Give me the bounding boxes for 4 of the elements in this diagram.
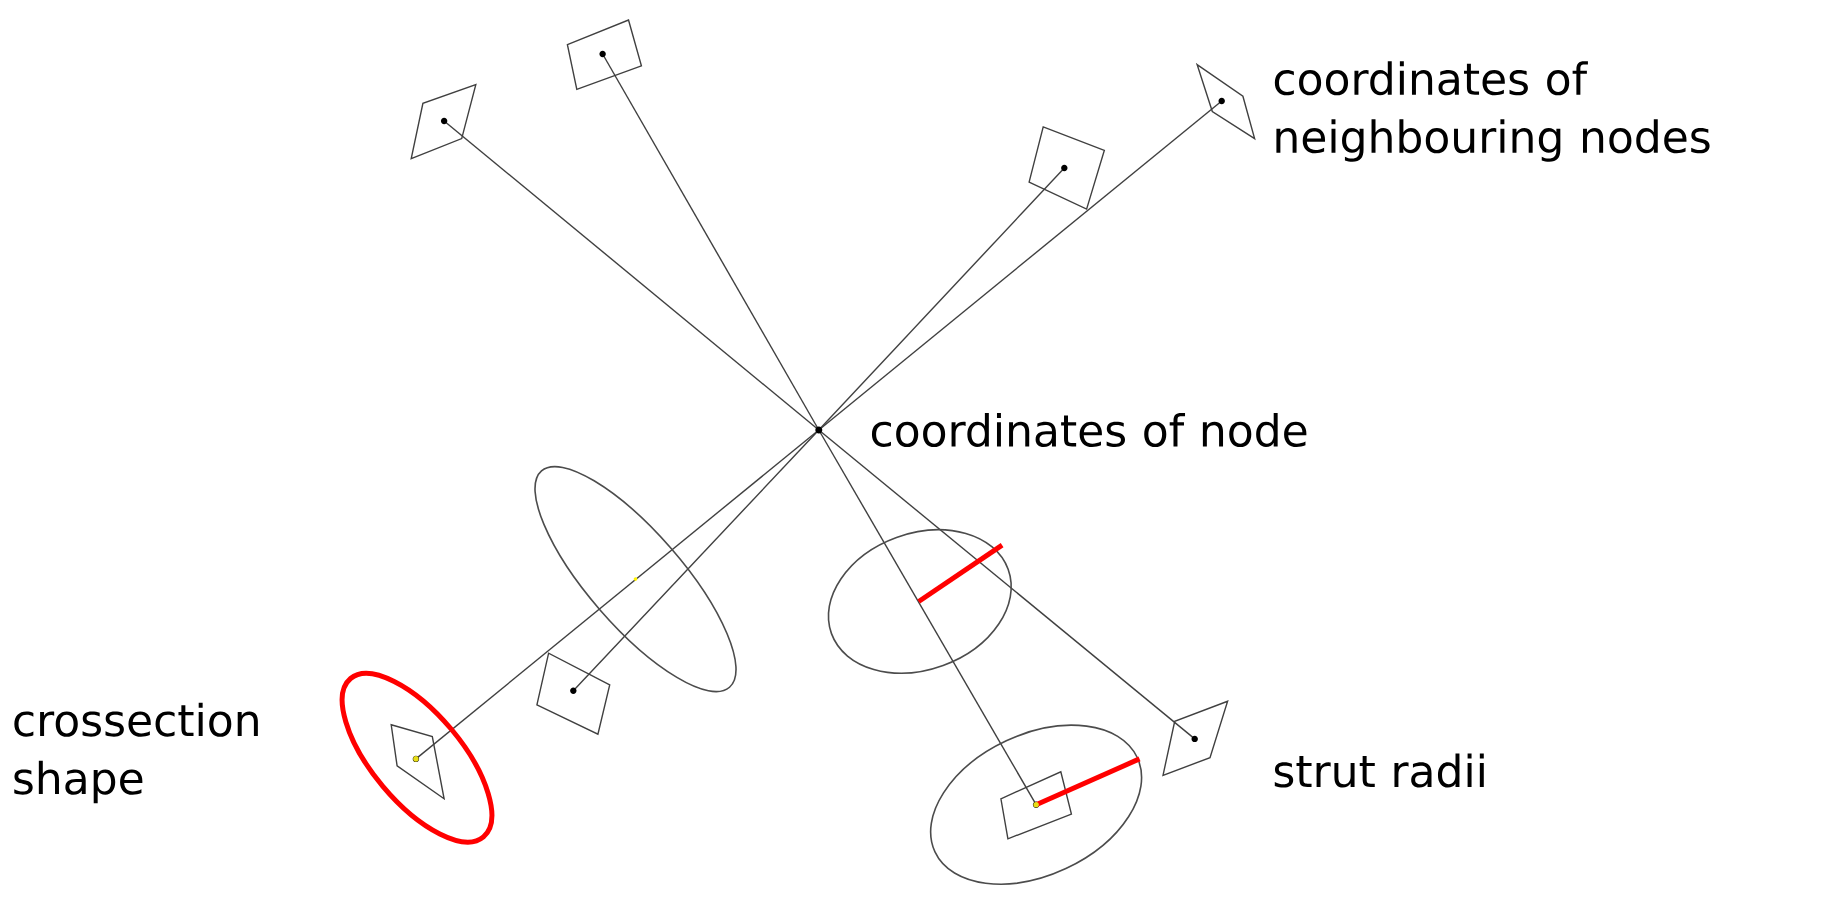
annotation-label: coordinates of node [871,412,1307,447]
annotation-label: strut radii [1274,753,1484,788]
annotation-label: coordinates of neighbouring nodes [1274,61,1710,162]
annotation-label: crossection shape [14,702,258,804]
